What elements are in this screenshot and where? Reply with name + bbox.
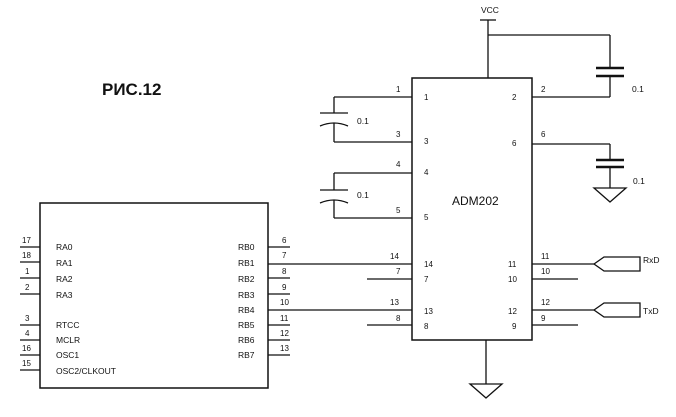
- mcu-left-pins: 17 18 1 2 3 4 16 15 RA0 RA1 RA2 RA3 RTCC…: [20, 236, 116, 376]
- mcu-pin-3: 3: [25, 314, 30, 323]
- adm-outer-pin-7: 7: [396, 267, 401, 276]
- adm-outer-pin-5: 5: [396, 206, 401, 215]
- mcu-label-ra2: RA2: [56, 274, 73, 284]
- adm-inner-pin-10: 10: [508, 275, 517, 284]
- mcu-label-rtcc: RTCC: [56, 320, 79, 330]
- adm-inner-pin-3: 3: [424, 137, 429, 146]
- cap-c3-value: 0.1: [633, 176, 645, 186]
- figure-title: РИС.12: [102, 80, 161, 99]
- adm-inner-pin-9: 9: [512, 322, 517, 331]
- mcu-label-ra1: RA1: [56, 258, 73, 268]
- mcu-label-rb1: RB1: [238, 258, 255, 268]
- adm-outer-pin-2: 2: [541, 85, 546, 94]
- adm-outer-pin-12: 12: [541, 298, 550, 307]
- mcu-label-rb2: RB2: [238, 274, 255, 284]
- mcu-pin-17: 17: [22, 236, 31, 245]
- adm-inner-pin-2: 2: [512, 93, 517, 102]
- adm-outer-pin-6: 6: [541, 130, 546, 139]
- mcu-pin-4: 4: [25, 329, 30, 338]
- mcu-pin-16: 16: [22, 344, 31, 353]
- capacitor-c1: 0.1: [319, 96, 412, 143]
- mcu-label-osc2: OSC2/CLKOUT: [56, 366, 116, 376]
- mcu-pin-12: 12: [280, 329, 289, 338]
- mcu-label-ra3: RA3: [56, 290, 73, 300]
- mcu-pin-2: 2: [25, 283, 30, 292]
- mcu-pin-1: 1: [25, 267, 30, 276]
- txd-label: TxD: [643, 306, 659, 316]
- adm-outer-pin-4: 4: [396, 160, 401, 169]
- adm-inner-pin-4: 4: [424, 168, 429, 177]
- vcc-label: VCC: [481, 5, 499, 15]
- mcu-label-osc1: OSC1: [56, 350, 79, 360]
- cap-c2-value: 0.1: [357, 190, 369, 200]
- mcu-right-pins: RB0 RB1 RB2 RB3 RB4 RB5 RB6 RB7 6 7 8 9 …: [238, 236, 290, 360]
- mcu-pin-11: 11: [280, 314, 289, 323]
- mcu-chip: 17 18 1 2 3 4 16 15 RA0 RA1 RA2 RA3 RTCC…: [20, 202, 290, 389]
- mcu-label-ra0: RA0: [56, 242, 73, 252]
- adm-inner-pin-1: 1: [424, 93, 429, 102]
- adm-inner-pin-12: 12: [508, 307, 517, 316]
- rxd-connector: RxD: [532, 255, 660, 272]
- mcu-pin-15: 15: [22, 359, 31, 368]
- adm-inner-pin-6: 6: [512, 139, 517, 148]
- capacitor-c2: 0.1: [319, 172, 412, 219]
- txd-connector: TxD: [532, 302, 659, 318]
- adm-inner-pin-11: 11: [508, 260, 517, 269]
- capacitor-c3: 0.1: [532, 143, 645, 188]
- vcc-supply: VCC: [480, 5, 624, 98]
- cap-c4-value: 0.1: [632, 84, 644, 94]
- adm-inner-pin-13: 13: [424, 307, 433, 316]
- mcu-label-rb3: RB3: [238, 290, 255, 300]
- mcu-label-rb5: RB5: [238, 320, 255, 330]
- mcu-pin-18: 18: [22, 251, 31, 260]
- ground-symbol-right: [592, 187, 628, 203]
- adm202-chip: ADM202 1 3 4 5 14 7 13 8 2 6 11 10 12 9 …: [390, 77, 550, 341]
- adm-outer-pin-13: 13: [390, 298, 399, 307]
- rxd-label: RxD: [643, 255, 660, 265]
- adm-inner-pin-8: 8: [424, 322, 429, 331]
- mcu-label-rb7: RB7: [238, 350, 255, 360]
- mcu-label-mclr: MCLR: [56, 335, 80, 345]
- adm-outer-pin-8: 8: [396, 314, 401, 323]
- adm202-label: ADM202: [452, 194, 499, 208]
- adm-inner-pin-14: 14: [424, 260, 433, 269]
- mcu-label-rb0: RB0: [238, 242, 255, 252]
- mcu-label-rb4: RB4: [238, 305, 255, 315]
- mcu-pin-13: 13: [280, 344, 289, 353]
- mcu-label-rb6: RB6: [238, 335, 255, 345]
- mcu-pin-7: 7: [282, 251, 287, 260]
- adm-outer-pin-10: 10: [541, 267, 550, 276]
- ground-symbol-bottom: [468, 383, 504, 399]
- adm-outer-pin-11: 11: [541, 252, 550, 261]
- adm-outer-pin-14: 14: [390, 252, 399, 261]
- mcu-pin-6: 6: [282, 236, 287, 245]
- adm-outer-pin-1: 1: [396, 85, 401, 94]
- mcu-pin-10: 10: [280, 298, 289, 307]
- adm-outer-pin-3: 3: [396, 130, 401, 139]
- adm-inner-pin-5: 5: [424, 213, 429, 222]
- mcu-pin-9: 9: [282, 283, 287, 292]
- mcu-pin-8: 8: [282, 267, 287, 276]
- adm-outer-pin-9: 9: [541, 314, 546, 323]
- adm-inner-pin-7: 7: [424, 275, 429, 284]
- cap-c1-value: 0.1: [357, 116, 369, 126]
